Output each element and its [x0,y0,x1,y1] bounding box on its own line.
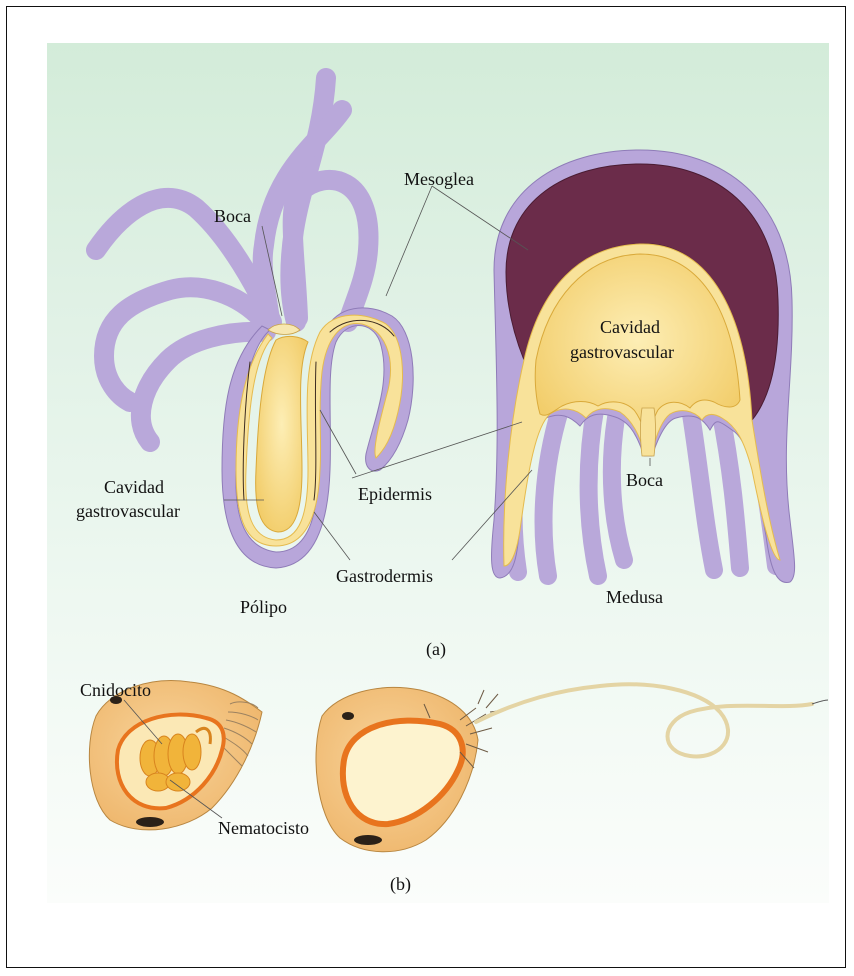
label-mesoglea: Mesoglea [404,169,474,189]
label-cavidad-medusa-1: Cavidad [600,317,660,337]
cnidocyte-undischarged [89,681,262,830]
label-medusa: Medusa [606,587,663,607]
label-cavidad-polyp-2: gastrovascular [76,501,180,521]
medusa-diagram [492,150,795,583]
polyp-cavity [256,336,308,532]
label-boca-polyp: Boca [214,206,251,226]
label-nematocisto: Nematocisto [218,818,309,838]
cnidocyte-discharged [316,684,828,851]
granule-2 [342,712,354,720]
label-epidermis: Epidermis [358,484,432,504]
nucleus-1 [136,817,164,827]
label-cnidocito: Cnidocito [80,680,151,700]
label-gastrodermis: Gastrodermis [336,566,433,586]
label-cavidad-polyp-1: Cavidad [104,477,164,497]
label-boca-medusa: Boca [626,470,663,490]
label-panel-a: (a) [426,639,446,660]
label-polipo: Pólipo [240,597,287,617]
label-panel-b: (b) [390,874,411,895]
nucleus-2 [354,835,382,845]
discharged-thread [476,684,812,756]
label-cavidad-medusa-2: gastrovascular [570,342,674,362]
medusa-mouth [641,408,656,456]
